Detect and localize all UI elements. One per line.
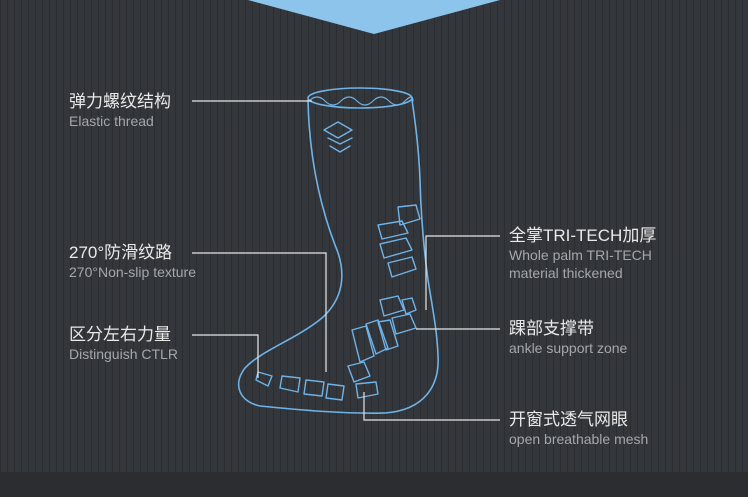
palm-en-line1: Whole palm TRI-TECH <box>509 247 652 263</box>
top-banner <box>248 0 500 34</box>
callout-nonslip: 270°防滑纹路 270°Non-slip texture <box>69 243 196 281</box>
ctlr-zh: 区分左右力量 <box>69 325 171 344</box>
callout-elastic: 弹力螺纹结构 Elastic thread <box>69 92 171 130</box>
callout-ctlr: 区分左右力量 Distinguish CTLR <box>69 325 178 363</box>
sock-outline <box>237 99 439 414</box>
callout-ankle: 踝部支撑带 ankle support zone <box>509 319 627 357</box>
toe-pads <box>255 371 345 401</box>
elastic-zh: 弹力螺纹结构 <box>69 92 171 111</box>
leader-ctlr <box>192 334 259 378</box>
footer-band <box>0 472 748 497</box>
callout-palm: 全掌TRI-TECH加厚 Whole palm TRI-TECH materia… <box>509 226 656 282</box>
mesh-bands <box>347 319 399 399</box>
ankle-en: ankle support zone <box>509 340 628 356</box>
elastic-en: Elastic thread <box>69 113 154 129</box>
leader-palm <box>425 235 500 310</box>
leader-nonslip <box>192 252 327 372</box>
leader-mesh <box>363 392 500 421</box>
palm-pads <box>377 204 421 278</box>
ankle-zh: 踝部支撑带 <box>509 319 594 338</box>
brand-logo-icon <box>323 121 353 153</box>
nonslip-zh: 270°防滑纹路 <box>69 243 173 262</box>
callout-mesh: 开窗式透气网眼 open breathable mesh <box>509 410 648 448</box>
ankle-pads <box>379 295 417 335</box>
mesh-zh: 开窗式透气网眼 <box>509 410 628 429</box>
palm-en-line2: material thickened <box>509 265 623 281</box>
nonslip-en: 270°Non-slip texture <box>69 264 196 280</box>
palm-zh: 全掌TRI-TECH加厚 <box>509 226 657 245</box>
mesh-en: open breathable mesh <box>509 431 649 447</box>
ctlr-en: Distinguish CTLR <box>69 346 178 362</box>
